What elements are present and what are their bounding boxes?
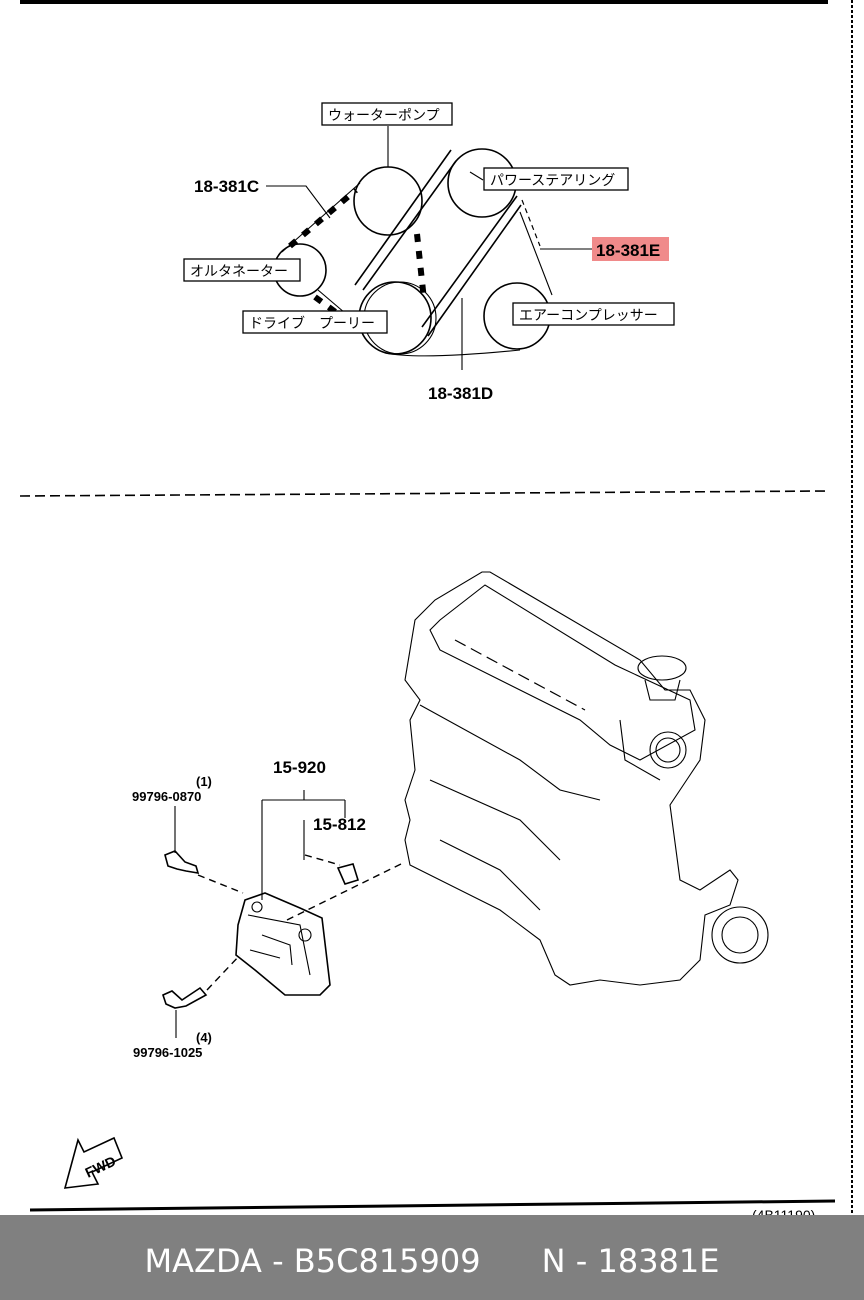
block-detail xyxy=(419,704,661,911)
water-pump-pulley xyxy=(353,166,423,236)
fwd-label: FWD xyxy=(83,1153,119,1181)
crank-pulley-inner xyxy=(721,916,759,954)
cam-boss xyxy=(649,731,687,769)
part-99796-0870[interactable]: 99796-0870 xyxy=(132,789,201,804)
bushing-dash xyxy=(304,854,341,866)
bushing-15812[interactable] xyxy=(336,863,360,885)
bolt-upper[interactable] xyxy=(164,850,200,874)
brand-name: MAZDA xyxy=(144,1241,262,1280)
bracket-detail xyxy=(247,914,311,976)
bracket-hole-1 xyxy=(251,901,263,913)
engine-block xyxy=(404,571,739,986)
air-compressor-label: エアーコンプレッサー xyxy=(519,308,658,324)
part-15812[interactable]: 15-812 xyxy=(313,815,366,834)
leader-power-steering xyxy=(469,171,484,181)
alternator-label: オルタネーター xyxy=(190,264,288,280)
engine-assembly xyxy=(404,571,769,986)
caption-bar: MAZDA - B5C815909 N - 18381E xyxy=(0,1215,864,1300)
part-18381e-highlight xyxy=(592,237,669,261)
drive-pulley-label: ドライブ プーリー xyxy=(249,315,375,332)
bracket-to-engine-dash xyxy=(286,861,406,921)
air-compressor-box xyxy=(512,302,675,326)
part-18381e[interactable]: 18-381E xyxy=(596,241,660,260)
valve-cover xyxy=(429,584,696,761)
part-99796-1025-qty: (4) xyxy=(196,1030,212,1045)
crank-pulley xyxy=(711,906,769,964)
belt-layout: ウォーターポンプ パワーステアリング オルタネーター ドライブ プーリー エアー… xyxy=(183,102,675,403)
water-pump-label: ウォーターポンプ xyxy=(328,108,440,124)
alternator-box xyxy=(183,258,301,282)
part-18381c[interactable]: 18-381C xyxy=(194,177,259,196)
part-15920[interactable]: 15-920 xyxy=(273,758,326,777)
water-pump-box xyxy=(321,102,453,126)
belt-e xyxy=(384,211,553,357)
bracket-hole-2 xyxy=(298,928,312,942)
valve-cover-dash xyxy=(454,639,586,711)
fwd-arrow: FWD xyxy=(63,1136,124,1189)
brand-separator: - xyxy=(261,1241,294,1280)
bolt-upper-dash xyxy=(197,874,244,894)
caption-gap xyxy=(481,1242,542,1280)
drive-pulley-box xyxy=(242,310,388,334)
section-divider xyxy=(19,490,829,497)
leader-15920 xyxy=(261,790,346,900)
part-99796-1025[interactable]: 99796-1025 xyxy=(133,1045,202,1060)
cam-boss-inner xyxy=(655,737,681,763)
corner-code: (4B11190) xyxy=(752,1207,815,1215)
catalog-code: N - 18381E xyxy=(541,1241,720,1280)
belt-diagram: ウォーターポンプ パワーステアリング オルタネーター ドライブ プーリー エアー… xyxy=(19,0,853,1215)
bolt-lower[interactable] xyxy=(162,986,208,1009)
oil-filler-neck xyxy=(644,679,681,701)
mounting-bracket xyxy=(235,892,331,996)
power-steering-box xyxy=(483,167,629,191)
belt-c xyxy=(281,182,366,331)
belt-d-hatch xyxy=(414,233,427,301)
oil-filler-cap xyxy=(637,655,687,681)
bottom-border xyxy=(29,1199,836,1212)
part-18381d[interactable]: 18-381D xyxy=(428,384,493,403)
fwd-arrow-icon xyxy=(63,1136,124,1189)
belt-d xyxy=(354,149,522,337)
part-99796-0870-qty: (1) xyxy=(196,774,212,789)
power-steering-label: パワーステアリング xyxy=(490,173,615,189)
part-number: B5C815909 xyxy=(293,1241,481,1280)
leader-18381c xyxy=(266,185,331,219)
bolt-lower-dash xyxy=(206,954,241,991)
bracket-assembly: 15-920 15-812 (1) 99796-0870 (4) 99796-1… xyxy=(132,758,406,1060)
